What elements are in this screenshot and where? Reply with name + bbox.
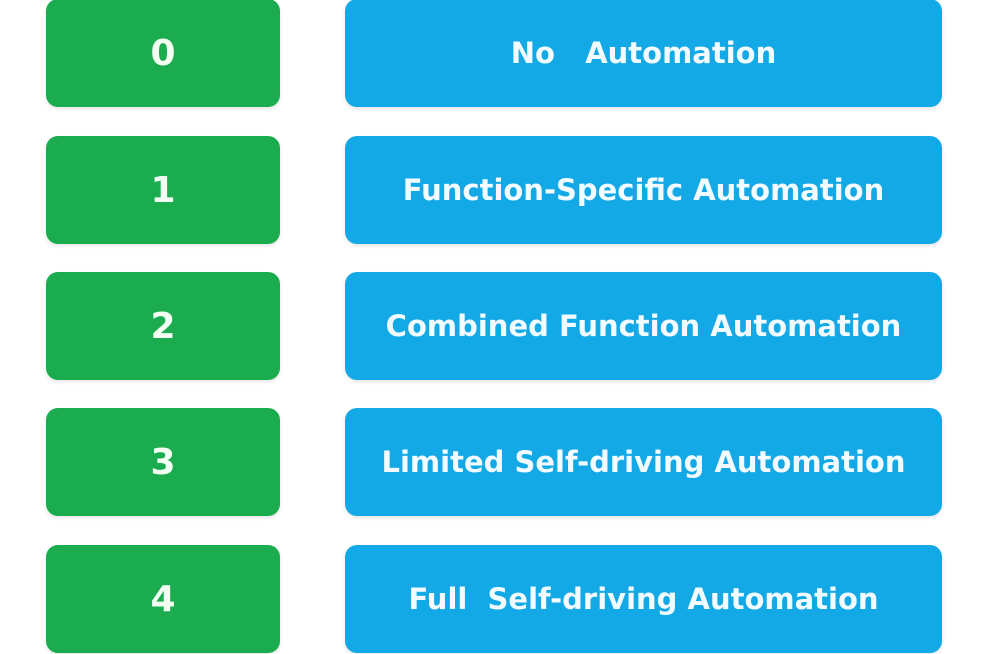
level-number-box: 3: [46, 408, 280, 516]
level-row-0: 0 No Automation: [0, 0, 1000, 107]
level-row-3: 3 Limited Self-driving Automation: [0, 408, 1000, 516]
level-description-box: No Automation: [345, 0, 942, 107]
level-description-box: Function-Specific Automation: [345, 136, 942, 244]
level-row-1: 1 Function-Specific Automation: [0, 136, 1000, 244]
level-description-box: Combined Function Automation: [345, 272, 942, 380]
level-number-box: 1: [46, 136, 280, 244]
level-row-4: 4 Full Self-driving Automation: [0, 545, 1000, 653]
level-description-box: Limited Self-driving Automation: [345, 408, 942, 516]
level-number-box: 4: [46, 545, 280, 653]
level-row-2: 2 Combined Function Automation: [0, 272, 1000, 380]
level-number-box: 0: [46, 0, 280, 107]
level-number-box: 2: [46, 272, 280, 380]
level-description-box: Full Self-driving Automation: [345, 545, 942, 653]
